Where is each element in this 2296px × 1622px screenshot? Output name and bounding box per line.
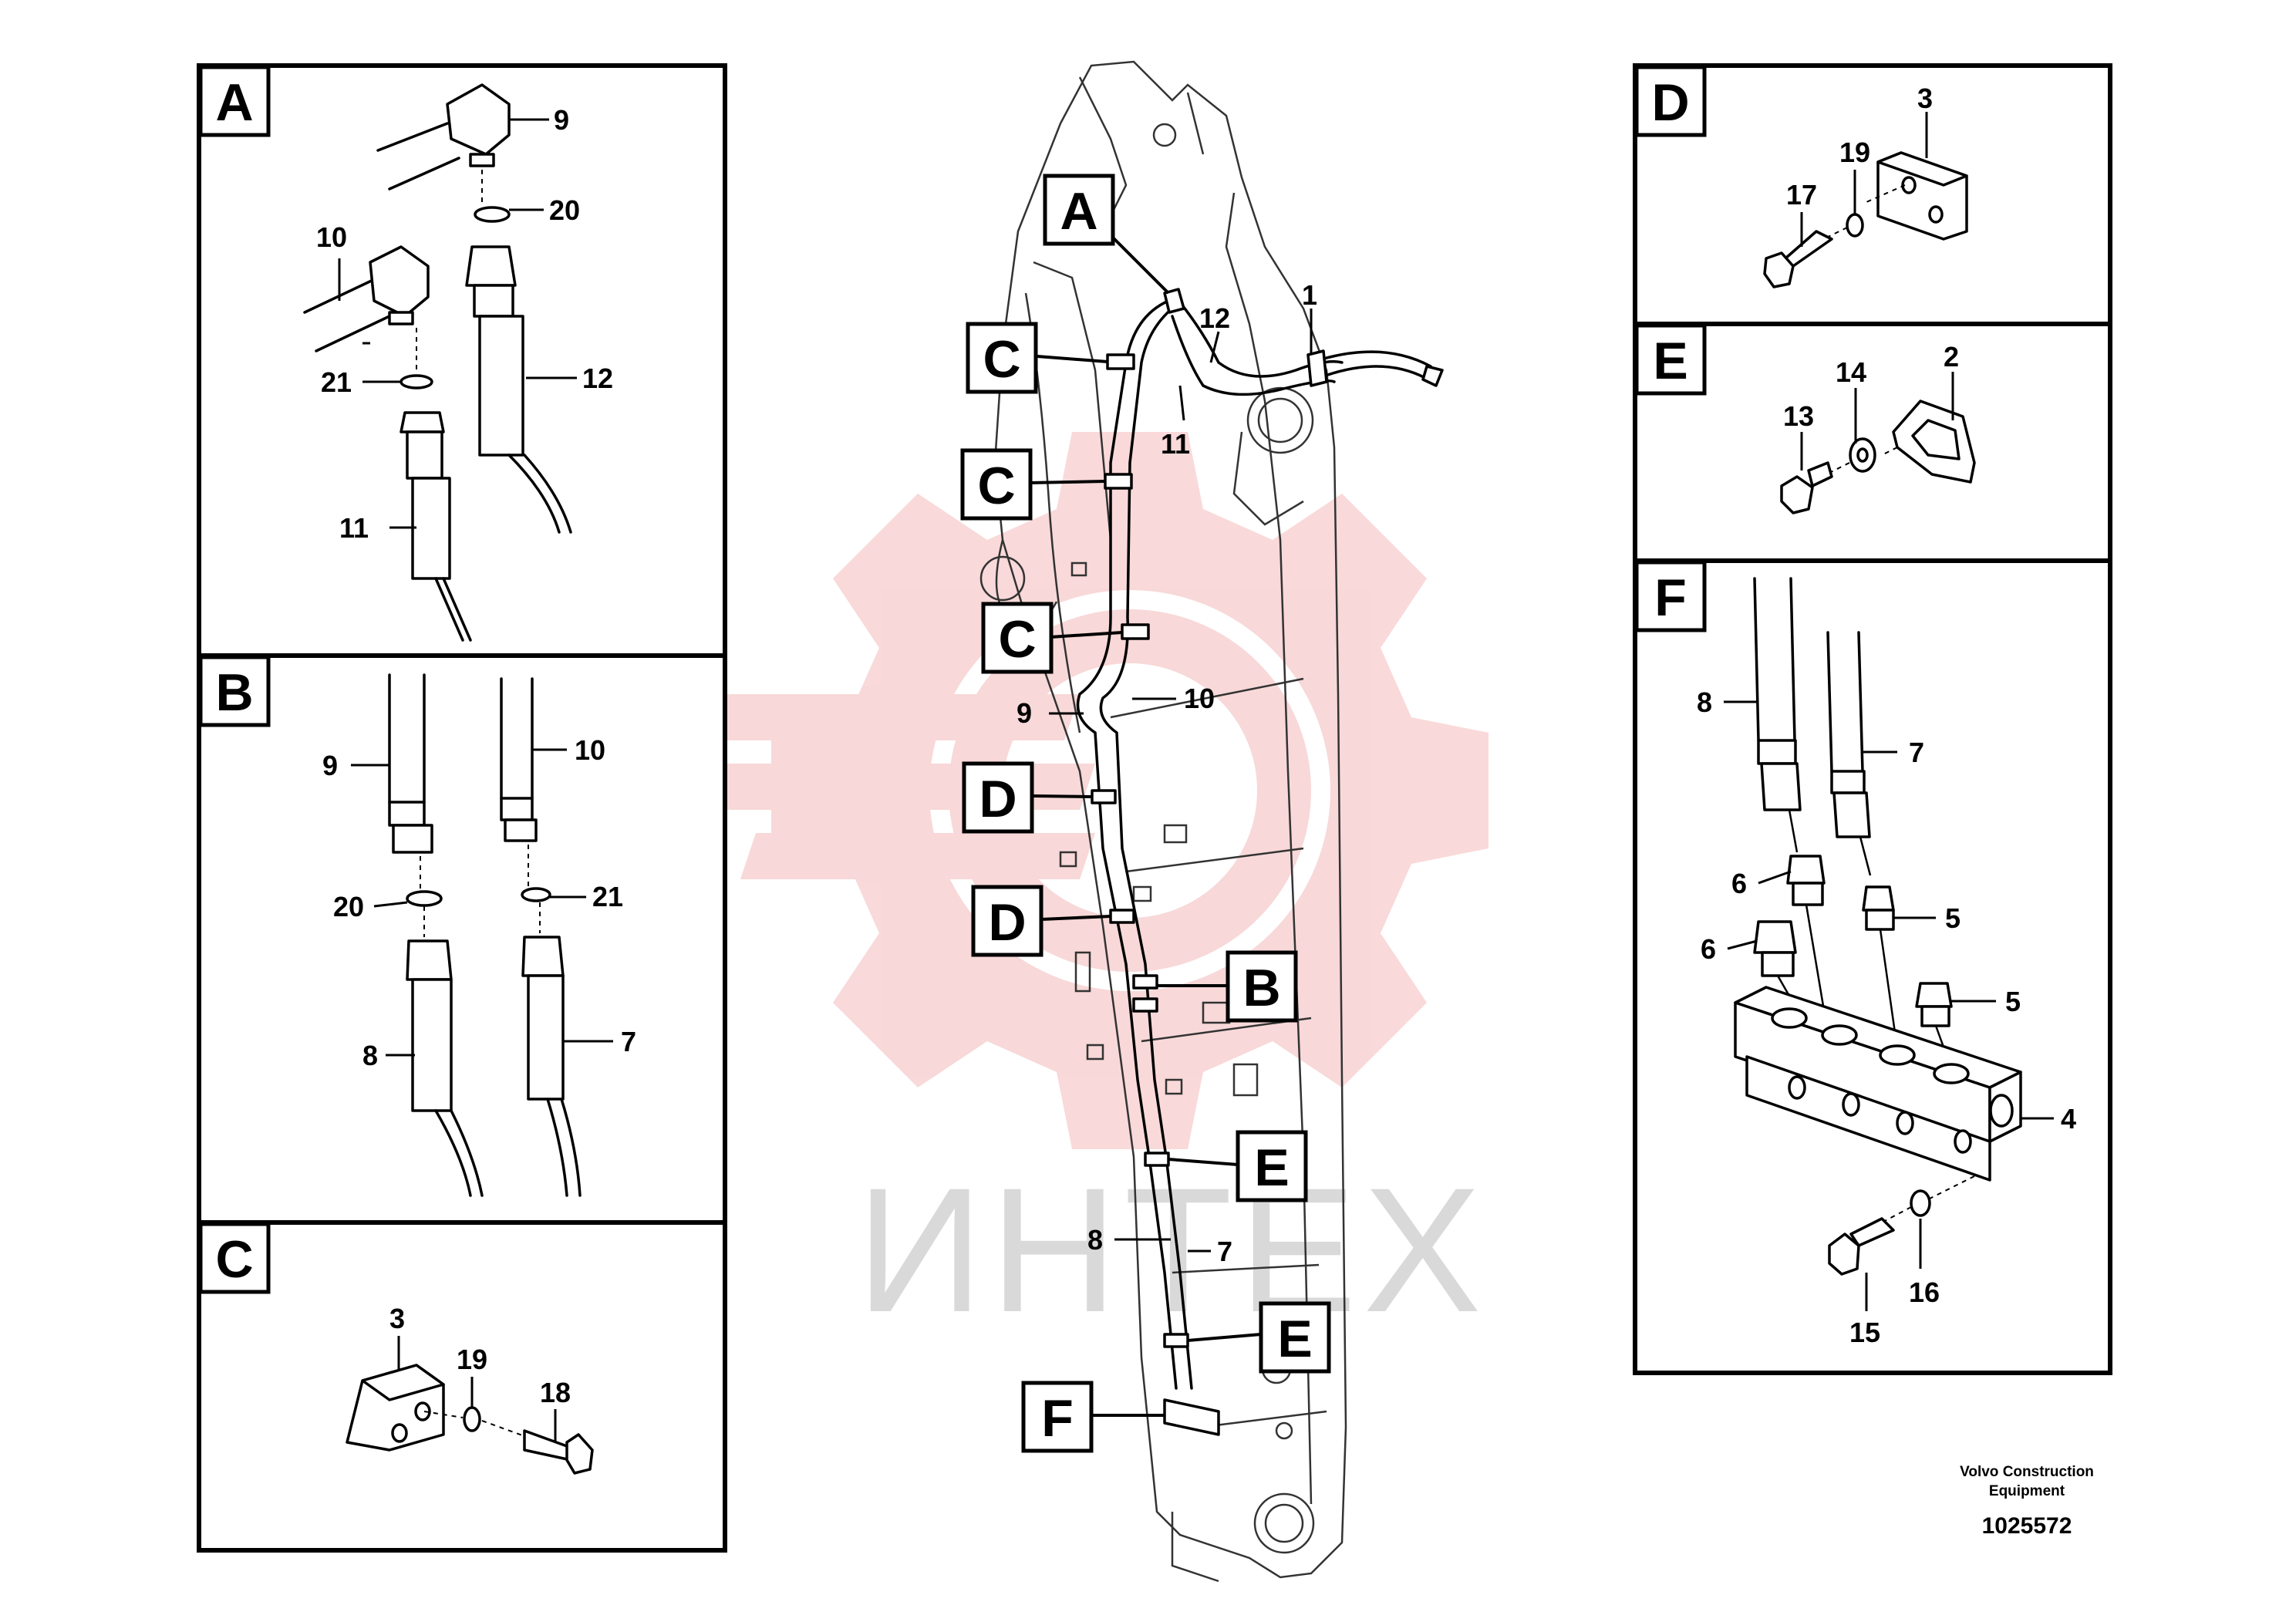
main-label-12: 12 <box>1199 302 1230 334</box>
label-b-8: 8 <box>362 1040 378 1071</box>
label-d-19: 19 <box>1839 137 1870 168</box>
callout-d-2: D <box>988 893 1026 952</box>
label-a-11: 11 <box>339 512 369 544</box>
callout-e-1: E <box>1254 1138 1289 1197</box>
main-item-labels: 1 12 11 10 9 8 7 <box>1017 279 1317 1267</box>
label-b-21: 21 <box>592 881 623 912</box>
label-f-7: 7 <box>1909 737 1924 768</box>
panel-a-tag: A <box>215 73 253 132</box>
detail-panel-f: F <box>1633 558 2112 1375</box>
main-label-1: 1 <box>1302 279 1317 311</box>
label-c-18: 18 <box>540 1377 571 1408</box>
boom-assembly <box>979 60 1444 1583</box>
detail-panel-d: D 3 19 17 <box>1633 63 2112 326</box>
footer-block: Volvo Construction Equipment 1025572 <box>1960 1464 2094 1539</box>
callout-a: A <box>1060 182 1097 241</box>
main-label-8: 8 <box>1087 1224 1103 1256</box>
panel-b-tag: B <box>215 663 253 722</box>
label-b-9: 9 <box>322 750 338 781</box>
label-a-21: 21 <box>321 366 352 398</box>
label-b-7: 7 <box>621 1026 636 1057</box>
panel-d-tag: D <box>1651 73 1689 132</box>
callout-b: B <box>1242 959 1280 1017</box>
label-a-12: 12 <box>582 363 613 394</box>
watermark-gear-logo <box>679 432 1489 1149</box>
label-f-8: 8 <box>1697 686 1712 718</box>
label-b-20: 20 <box>333 891 364 922</box>
label-f-6-upper: 6 <box>1731 868 1747 899</box>
label-f-16: 16 <box>1909 1276 1940 1308</box>
main-callouts: A C C C D D B E E F <box>960 174 1331 1453</box>
label-f-4: 4 <box>2061 1103 2076 1135</box>
label-e-14: 14 <box>1836 356 1866 388</box>
callout-f: F <box>1041 1389 1074 1448</box>
callout-c-1: C <box>983 330 1020 389</box>
watermark-text: ИНТЕХ <box>856 1151 1488 1349</box>
label-f-5-upper: 5 <box>1945 902 1961 934</box>
detail-panel-b: B 9 10 20 21 8 7 <box>197 653 727 1225</box>
main-label-7: 7 <box>1217 1236 1232 1267</box>
label-c-3: 3 <box>389 1303 405 1334</box>
label-a-20: 20 <box>549 194 580 226</box>
callout-c-3: C <box>998 610 1036 669</box>
label-a-10: 10 <box>316 221 347 253</box>
main-label-10: 10 <box>1184 683 1215 714</box>
main-label-9: 9 <box>1017 697 1032 729</box>
drawing-number: 1025572 <box>1982 1513 2072 1539</box>
label-c-19: 19 <box>457 1344 487 1375</box>
company-line-2: Equipment <box>1989 1483 2065 1499</box>
detail-panel-e: E 2 14 13 <box>1633 322 2112 563</box>
callout-e-2: E <box>1277 1310 1312 1368</box>
panel-e-tag: E <box>1653 332 1687 390</box>
label-f-15: 15 <box>1849 1317 1880 1348</box>
label-e-13: 13 <box>1783 400 1814 432</box>
main-label-11: 11 <box>1161 428 1190 460</box>
callout-d-1: D <box>979 770 1017 828</box>
detail-panel-a: A 9 20 10 21 12 11 <box>197 63 727 658</box>
label-b-10: 10 <box>575 734 605 766</box>
label-a-9: 9 <box>554 104 569 136</box>
detail-panel-c: C 3 19 18 <box>197 1220 727 1553</box>
callout-c-2: C <box>977 457 1015 515</box>
label-d-3: 3 <box>1917 83 1933 114</box>
label-f-5-lower: 5 <box>2005 986 2021 1017</box>
panel-c-tag: C <box>215 1230 253 1289</box>
company-line-1: Volvo Construction <box>1960 1464 2094 1480</box>
panel-f-tag: F <box>1654 568 1687 627</box>
label-f-6-lower: 6 <box>1701 933 1716 965</box>
label-d-17: 17 <box>1786 179 1817 211</box>
label-e-2: 2 <box>1944 341 1959 373</box>
